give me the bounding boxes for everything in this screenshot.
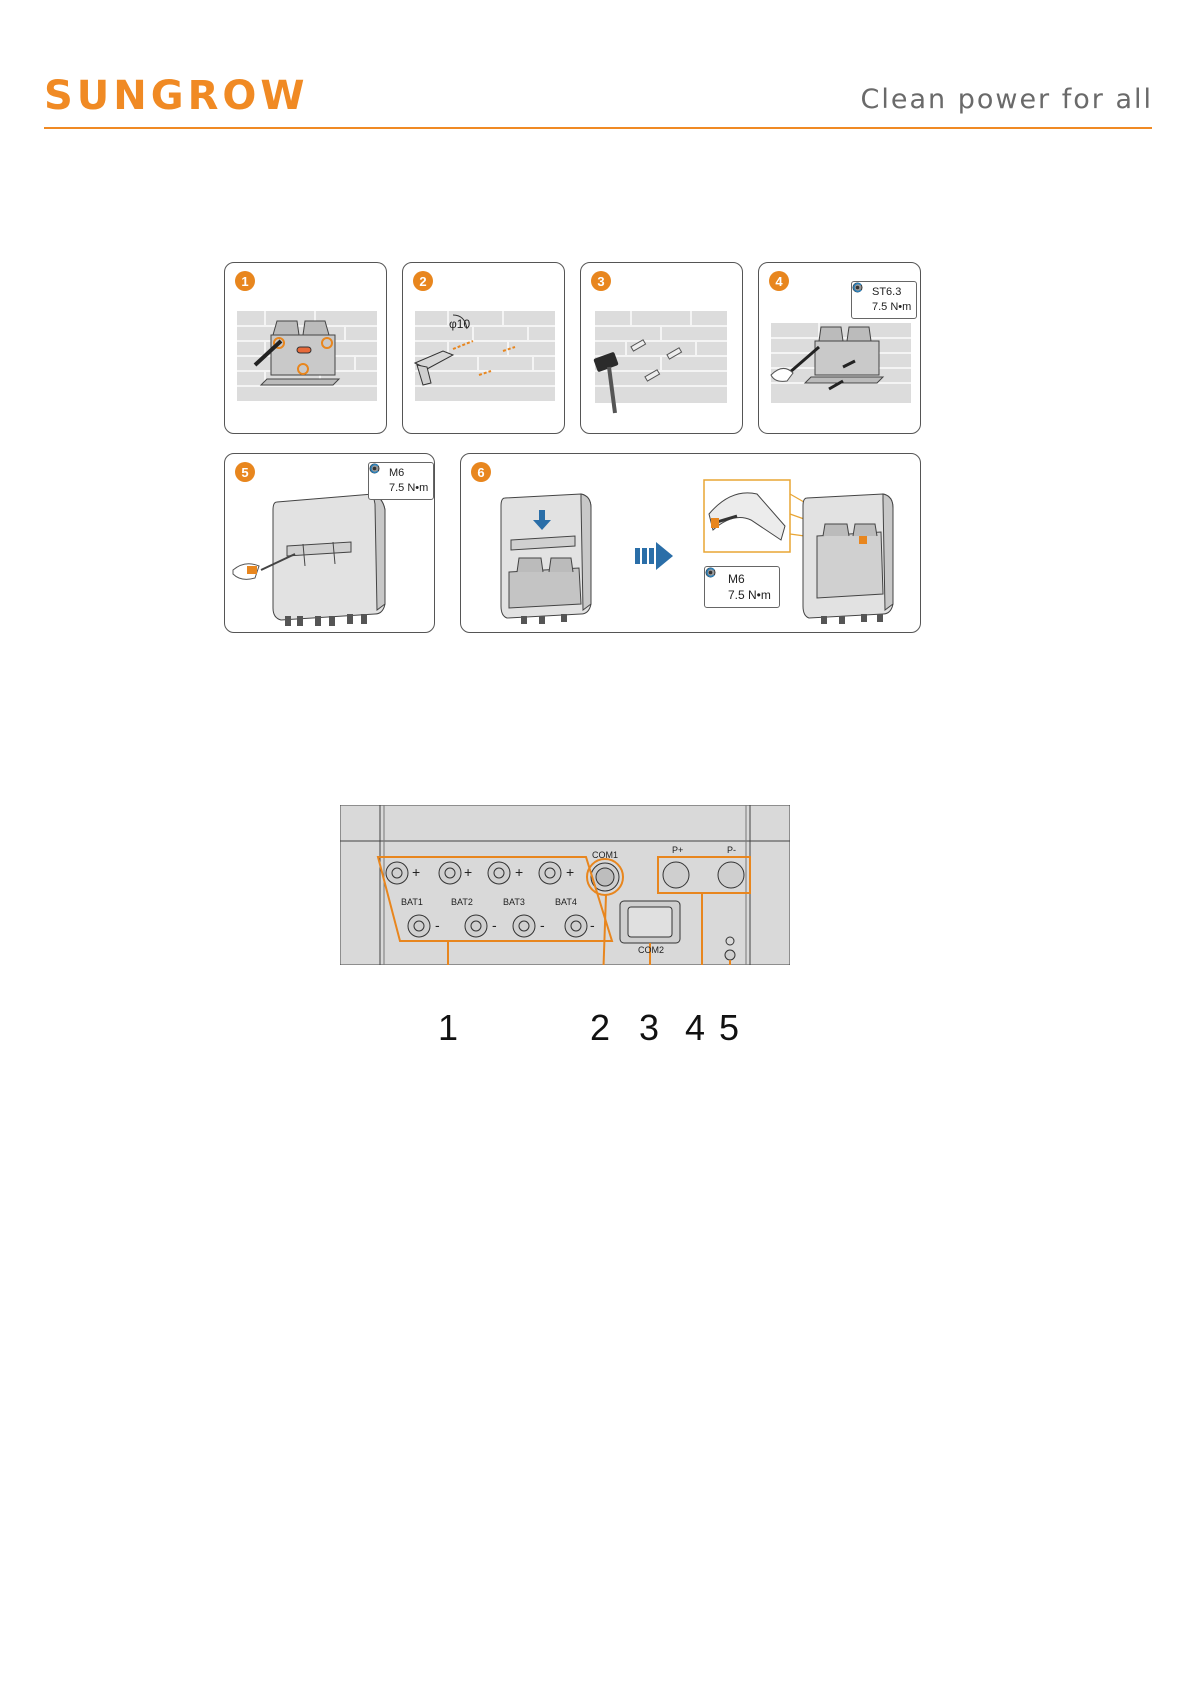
step-5-badge: 5: [235, 462, 255, 482]
step-4-panel: 4 ST6.3 7.5 N•m: [758, 262, 921, 434]
com2-label: COM2: [638, 945, 664, 955]
torque-icon: [713, 590, 724, 601]
bat1-minus-sign: -: [435, 917, 440, 933]
bat1-plus-sign: +: [412, 864, 420, 880]
callout-4: 4: [685, 1010, 705, 1046]
step-4-screw: ST6.3: [872, 285, 901, 300]
step-4-spec-box: ST6.3 7.5 N•m: [851, 281, 917, 319]
bat4-plus-sign: +: [566, 864, 574, 880]
step-5-torque: 7.5 N•m: [389, 481, 428, 496]
callout-5: 5: [719, 1010, 739, 1046]
step-6-spec-box: M6 7.5 N•m: [704, 566, 780, 608]
hang-device-illustration: [461, 454, 920, 632]
step-4-torque: 7.5 N•m: [872, 300, 911, 315]
sungrow-logo: SUNGROW: [44, 76, 309, 116]
page-header: SUNGROW Clean power for all: [0, 0, 1191, 135]
bottom-connection-panel-figure: BAT1 BAT2 BAT3 BAT4 + + + + - - - - COM1…: [340, 805, 790, 965]
step-6-panel: 6 M6 7.5 N•m: [460, 453, 921, 633]
bat3-minus-sign: -: [540, 917, 545, 933]
bat4-minus-sign: -: [590, 917, 595, 933]
slogan: Clean power for all: [861, 86, 1154, 113]
step-1-panel: 1: [224, 262, 387, 434]
bat3-plus-sign: +: [515, 864, 523, 880]
step-5-spec-box: M6 7.5 N•m: [368, 462, 434, 500]
step-4-badge: 4: [769, 271, 789, 291]
com1-label: COM1: [592, 850, 618, 860]
step-1-badge: 1: [235, 271, 255, 291]
bat2-minus-sign: -: [492, 917, 497, 933]
connection-panel-illustration: [340, 805, 790, 965]
step-6-screw: M6: [728, 571, 745, 587]
step-6-torque: 7.5 N•m: [728, 587, 771, 603]
bat2-label: BAT2: [451, 897, 473, 907]
step-5-screw: M6: [389, 466, 404, 481]
step-3-panel: 3: [580, 262, 743, 434]
p-minus-label: P-: [727, 845, 736, 855]
callout-3: 3: [639, 1010, 659, 1046]
step-5-panel: 5 M6 7.5 N•m: [224, 453, 435, 633]
header-divider: [44, 127, 1152, 129]
torque-icon: [857, 302, 868, 313]
bat2-plus-sign: +: [464, 864, 472, 880]
callout-numbers: 1 2 3 4 5: [340, 1010, 790, 1050]
step-2-panel: 2 φ10: [402, 262, 565, 434]
callout-2: 2: [590, 1010, 610, 1046]
step-2-badge: 2: [413, 271, 433, 291]
installation-steps-figure: 1 2: [224, 262, 920, 632]
p-plus-label: P+: [672, 845, 683, 855]
drill-size-label: φ10: [449, 317, 470, 331]
step-6-badge: 6: [471, 462, 491, 482]
bat1-label: BAT1: [401, 897, 423, 907]
bat3-label: BAT3: [503, 897, 525, 907]
torque-icon: [374, 483, 385, 494]
bat4-label: BAT4: [555, 897, 577, 907]
step-3-badge: 3: [591, 271, 611, 291]
callout-1: 1: [438, 1010, 458, 1046]
